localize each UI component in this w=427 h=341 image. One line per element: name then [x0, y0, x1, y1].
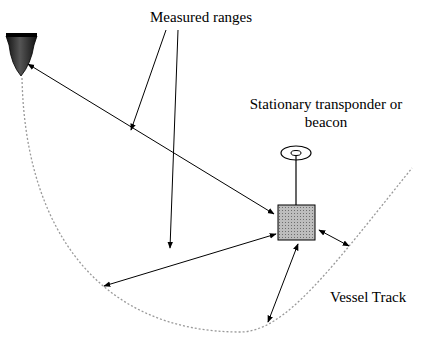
callout-label: Vessel Track	[330, 288, 422, 306]
vehicle-fin	[6, 33, 37, 37]
antenna-ring	[281, 146, 311, 160]
range-arrow	[28, 64, 274, 214]
callout-label: Measured ranges	[150, 8, 274, 26]
leader-line	[170, 30, 178, 248]
antenna-mast	[295, 156, 296, 205]
device-label: Stationary transponder or beacon	[246, 95, 406, 131]
leader-line	[131, 30, 166, 130]
range-arrow	[268, 244, 298, 322]
antenna-ring	[291, 151, 301, 156]
range-arrow	[104, 234, 276, 286]
vehicle-symbol	[6, 36, 37, 76]
transponder-box	[278, 205, 315, 240]
range-arrow	[319, 230, 349, 246]
